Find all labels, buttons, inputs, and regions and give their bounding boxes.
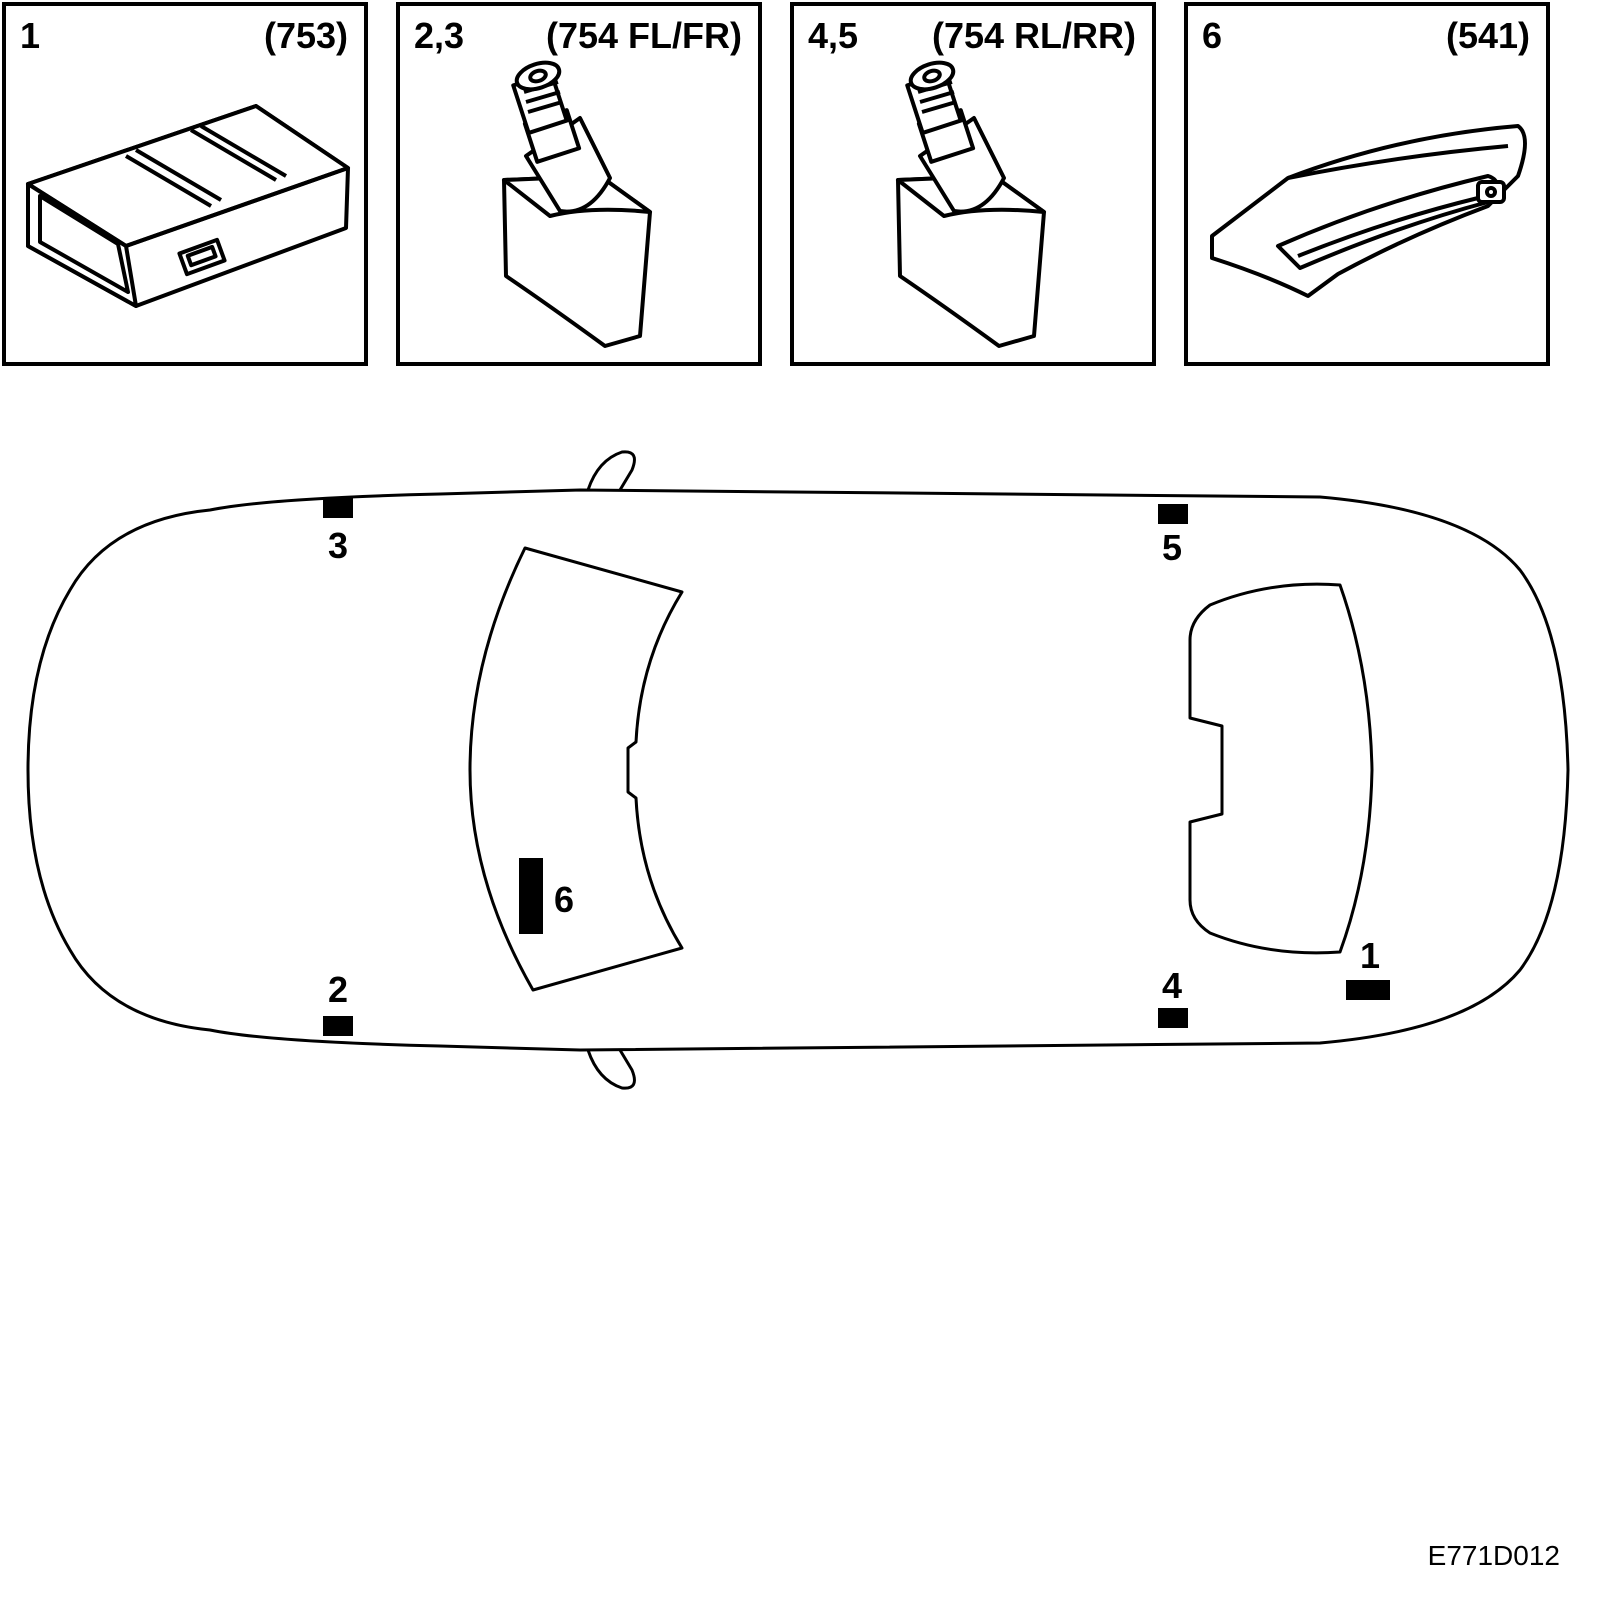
panel-number: 2,3 <box>414 15 465 56</box>
marker-label-1: 1 <box>1360 935 1380 976</box>
door-handle-antenna-icon <box>1210 124 1527 298</box>
marker-1-control-module <box>1346 980 1390 1000</box>
marker-2-front-left-wheel <box>323 1016 353 1036</box>
tire-valve-sensor-icon <box>896 60 1046 348</box>
windshield-outline <box>468 546 684 992</box>
component-panel-3: 4,5 (754 RL/RR) <box>790 2 1156 366</box>
left-mirror <box>586 450 636 491</box>
rear-window-outline <box>1188 582 1374 955</box>
panel-code: (754 FL/FR) <box>545 15 742 56</box>
figure-reference: E771D012 <box>1427 1540 1560 1571</box>
marker-label-4: 4 <box>1162 965 1182 1006</box>
panel-number: 1 <box>20 15 41 56</box>
car-top-view-diagram: 3 5 2 4 1 6 <box>26 450 1570 1090</box>
component-panel-2: 2,3 (754 FL/FR) <box>396 2 762 366</box>
marker-label-3: 3 <box>328 525 348 566</box>
sensor-markers <box>323 498 1390 1036</box>
panel-number: 6 <box>1202 15 1223 56</box>
panel-code: (753) <box>263 15 348 56</box>
panel-number: 4,5 <box>808 15 859 56</box>
panel-code: (541) <box>1445 15 1530 56</box>
component-panel-1: 1 (753) <box>2 2 368 366</box>
tire-valve-sensor-icon <box>502 60 652 348</box>
marker-4-rear-left-wheel <box>1158 1008 1188 1028</box>
car-body-outline <box>26 488 1570 1052</box>
marker-3-front-right-wheel <box>323 498 353 518</box>
marker-label-2: 2 <box>328 969 348 1010</box>
component-panel-4: 6 (541) <box>1184 2 1550 366</box>
right-mirror <box>586 1049 636 1090</box>
marker-5-rear-right-wheel <box>1158 504 1188 524</box>
control-module-icon <box>26 104 350 308</box>
panel-code: (754 RL/RR) <box>931 15 1136 56</box>
marker-label-6: 6 <box>554 879 574 920</box>
marker-label-5: 5 <box>1162 527 1182 568</box>
marker-6-door-handle-antenna <box>519 858 543 934</box>
